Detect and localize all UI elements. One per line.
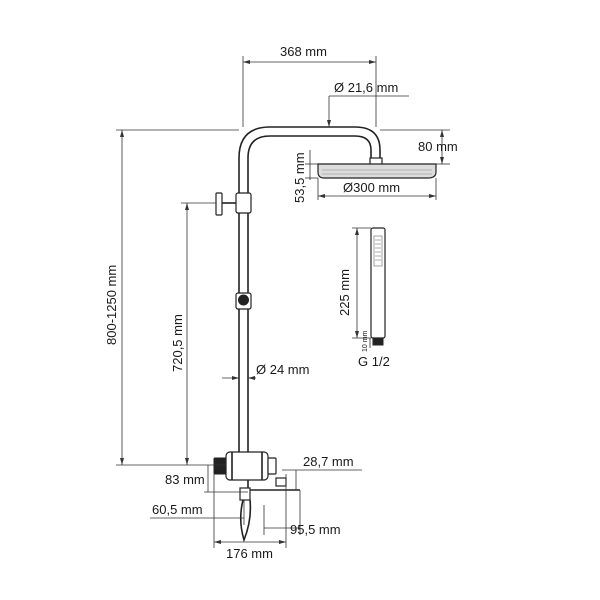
dim-wall-offset: 60,5 mm xyxy=(152,502,203,517)
slider-knob xyxy=(235,292,252,310)
dim-pipe-dia-top: Ø 21,6 mm xyxy=(334,80,398,95)
dim-mixer-offset: 83 mm xyxy=(165,472,205,487)
upper-slider-bracket xyxy=(215,192,252,216)
arm-pipe-inner xyxy=(247,135,372,159)
hand-shower xyxy=(370,227,386,346)
thermostatic-mixer xyxy=(213,451,300,543)
head-plate xyxy=(317,163,437,179)
hand-shower-body xyxy=(370,227,386,339)
dim-lower-height: 720,5 mm xyxy=(170,314,185,372)
dim-thread: G 1/2 xyxy=(358,354,390,369)
dim-mixer-width: 176 mm xyxy=(226,546,273,561)
dim-head-thickness: 53,5 mm xyxy=(292,152,307,203)
dim-handshower-width: 10 mm xyxy=(362,330,369,352)
dim-head-dia: Ø300 mm xyxy=(343,180,400,195)
hose xyxy=(239,499,252,543)
dim-pipe-dia: Ø 24 mm xyxy=(256,362,309,377)
dim-spout-depth: 95,5 mm xyxy=(290,522,341,537)
dim-head-drop: 80 mm xyxy=(418,139,458,154)
mixer-handle-left xyxy=(213,457,227,475)
dim-handshower-length: 225 mm xyxy=(337,269,352,316)
dim-total-height: 800-1250 mm xyxy=(104,265,119,345)
dimensions: 368 mm Ø 21,6 mm 80 mm 53,5 mm Ø300 mm 8… xyxy=(104,44,458,561)
mixer-handle-right xyxy=(267,457,277,475)
dim-arm-reach: 368 mm xyxy=(280,44,327,59)
spout xyxy=(247,480,300,491)
rain-shower-head xyxy=(317,157,437,179)
arm-pipe-outer xyxy=(238,126,381,159)
dim-spout: 28,7 mm xyxy=(303,454,354,469)
